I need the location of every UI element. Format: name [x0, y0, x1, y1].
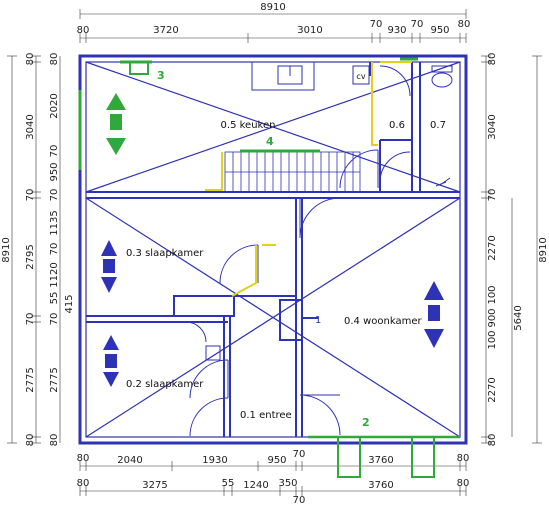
dim-bottom1-2: 950 — [267, 455, 286, 466]
walls — [78, 54, 468, 445]
dim-top-2: 3010 — [297, 25, 322, 36]
dim-left-inner-0: 80 — [49, 53, 60, 66]
dim-bottom2-2: 55 — [222, 478, 235, 489]
dim-left-outer-4: 70 — [25, 313, 36, 326]
dim-top-0: 80 — [77, 25, 90, 36]
dim-bottom2-7: 80 — [457, 478, 470, 489]
dim-bottom1-1: 1930 — [202, 455, 227, 466]
dim-bottom1-start: 80 — [77, 453, 90, 464]
cv-box — [352, 65, 370, 85]
dim-right-inner-3: 100 — [487, 330, 498, 349]
room-label-07: 0.7 — [430, 120, 446, 131]
dim-left-outer-6: 80 — [25, 434, 36, 447]
windows — [78, 57, 460, 478]
room-label-woonkamer: 0.4 woonkamer — [344, 316, 422, 327]
room-label-entree: 0.1 entree — [240, 410, 292, 421]
marker-4: 4 — [266, 135, 274, 148]
arrow-kitchen-icon — [106, 93, 126, 155]
room-label-slaapkamer2: 0.2 slaapkamer — [126, 379, 204, 390]
dim-left-inner-5: 1135 — [49, 210, 60, 235]
dim-top-total: 8910 — [260, 2, 285, 13]
dim-left-inner-4: 70 — [49, 189, 60, 202]
dim-top-4: 930 — [387, 25, 406, 36]
dim-top-1: 3720 — [153, 25, 178, 36]
dim-right-inner-0: 2270 — [487, 235, 498, 260]
dim-top-7: 80 — [458, 19, 471, 30]
arrow-slaapkamer2-icon — [103, 335, 119, 387]
dim-right-outer-1: 3040 — [487, 114, 498, 139]
dim-left-inner-10: 70 — [49, 313, 60, 326]
dim-left-inner-8: 55 — [49, 292, 60, 305]
dim-bottom1-0: 2040 — [117, 455, 142, 466]
dim-right-inner-4: 2270 — [487, 377, 498, 402]
dim-right-outer-4: 80 — [487, 434, 498, 447]
dim-right-outer-3: 5640 — [513, 305, 524, 330]
dim-left-outer-2: 70 — [25, 189, 36, 202]
dim-left-inner-2: 70 — [49, 145, 60, 158]
arrow-slaapkamer3-icon — [101, 240, 117, 293]
dim-left-outer-5: 2775 — [25, 367, 36, 392]
washbasin — [205, 345, 221, 361]
dim-left-inner-7: 1120 — [49, 262, 60, 287]
dim-left-outer-1: 3040 — [25, 114, 36, 139]
sink — [251, 61, 315, 91]
room-diagonals — [85, 61, 461, 438]
dim-bottom1-3: 70 — [293, 449, 306, 460]
doors — [185, 65, 411, 437]
dim-left-total: 8910 — [1, 237, 12, 262]
arrow-woonkamer-icon — [424, 281, 444, 348]
dim-left-outer-0: 80 — [25, 53, 36, 66]
dim-left-inner-3: 950 — [49, 162, 60, 181]
marker-1: 1 — [315, 315, 321, 326]
dim-bottom2-6: 3760 — [368, 480, 393, 491]
yellow-accents — [205, 61, 412, 297]
fixtures: cv — [205, 61, 453, 361]
room-label-slaapkamer3: 0.3 slaapkamer — [126, 248, 204, 259]
dim-bottom1-4: 3760 — [368, 455, 393, 466]
dim-bottom2-1: 3275 — [142, 480, 167, 491]
dim-right-inner-2: 900 — [487, 308, 498, 327]
dim-left-inner-11: 2775 — [49, 367, 60, 392]
markers: 1 2 3 4 — [157, 69, 370, 429]
dim-left-inner-1: 2020 — [49, 93, 60, 118]
dim-top-5: 70 — [411, 19, 424, 30]
dim-bottom2-4: 350 — [278, 478, 297, 489]
dim-top-6: 950 — [430, 25, 449, 36]
dim-bottom2-5: 70 — [293, 495, 306, 506]
room-label-keuken: 0.5 keuken — [221, 120, 276, 131]
room-labels: 0.5 keuken 0.6 0.7 0.3 slaapkamer 0.4 wo… — [126, 120, 446, 421]
dim-bottom2-0: 80 — [77, 478, 90, 489]
dim-left-outer-3: 2795 — [25, 244, 36, 269]
toilet — [431, 72, 453, 88]
room-label-06: 0.6 — [389, 120, 405, 131]
cv-label: cv — [356, 72, 365, 81]
dim-right-outer-2: 70 — [487, 189, 498, 202]
dim-bottom1-5: 80 — [457, 453, 470, 464]
marker-2: 2 — [362, 416, 370, 429]
dim-right-inner-1: 100 — [487, 285, 498, 304]
dim-left-inner-6: 70 — [49, 243, 60, 256]
stairs — [224, 151, 361, 193]
dim-top-3: 70 — [370, 19, 383, 30]
dim-right-total: 8910 — [538, 237, 549, 262]
marker-3: 3 — [157, 69, 165, 82]
dim-right-outer-0: 80 — [487, 53, 498, 66]
dim-bottom2-3: 1240 — [243, 480, 268, 491]
dim-left-inner-9: 415 — [64, 294, 75, 313]
dim-left-inner-12: 80 — [49, 434, 60, 447]
